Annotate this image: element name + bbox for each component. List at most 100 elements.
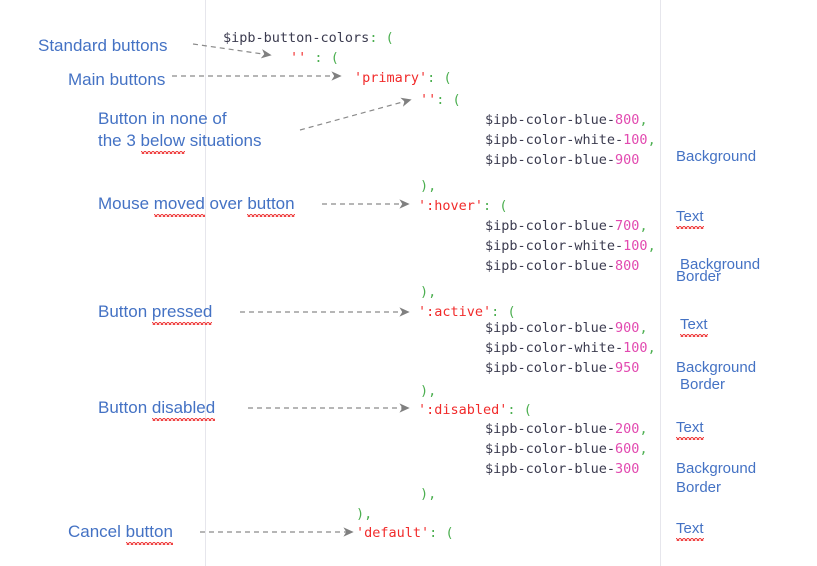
code-value-name: $ipb-color-blue- bbox=[485, 218, 616, 234]
code-colon-8: : bbox=[429, 525, 438, 541]
annotation-cancel-button: Cancel button bbox=[68, 521, 174, 545]
label-border: Border bbox=[676, 479, 722, 496]
label-text: Text bbox=[680, 316, 708, 337]
code-colon-6: : bbox=[491, 304, 500, 320]
code-key-default: 'default' bbox=[356, 525, 430, 541]
code-colon-4: : bbox=[436, 92, 445, 108]
code-value-number: 900 bbox=[615, 320, 640, 336]
code-paren-open-7: ( bbox=[523, 402, 532, 418]
code-value-number: 100 bbox=[623, 132, 648, 148]
code-key-disabled: ':disabled' bbox=[418, 402, 508, 418]
code-value-number: 950 bbox=[615, 360, 640, 376]
right-labels-hover: Background Text Border bbox=[680, 215, 760, 435]
code-close-disabled: ), bbox=[420, 486, 437, 502]
label-background: Background bbox=[680, 256, 761, 273]
code-value-number: 800 bbox=[615, 258, 640, 274]
annotation-mouse-over-misspelled-2: button bbox=[247, 194, 295, 217]
code-paren-open-2: ( bbox=[330, 50, 339, 66]
annotation-button-disabled-misspelled: disabled bbox=[151, 398, 216, 421]
code-values-hover: $ipb-color-blue-700, $ipb-color-white-10… bbox=[485, 216, 656, 276]
label-background: Background bbox=[676, 148, 757, 165]
label-background: Background bbox=[676, 460, 757, 477]
code-values-active: $ipb-color-blue-900, $ipb-color-white-10… bbox=[485, 318, 656, 378]
annotation-cancel-button-misspelled: button bbox=[125, 522, 174, 545]
code-line-root: $ipb-button-colors: ( bbox=[223, 28, 394, 48]
annotation-button-disabled-pre: Button bbox=[98, 398, 152, 417]
code-value-number: 800 bbox=[615, 112, 640, 128]
code-value-number: 200 bbox=[615, 421, 640, 437]
code-paren-open-4: ( bbox=[452, 92, 461, 108]
code-value-number: 100 bbox=[623, 238, 648, 254]
code-root-variable: $ipb-button-colors bbox=[223, 30, 370, 46]
code-value-name: $ipb-color-white- bbox=[485, 340, 624, 356]
code-values-default: $ipb-color-blue-800, $ipb-color-white-10… bbox=[485, 110, 656, 170]
annotation-button-disabled: Button disabled bbox=[98, 397, 216, 421]
annotation-standard-buttons-label: Standard buttons bbox=[38, 36, 168, 55]
annotation-none-of-3-line2-post: situations bbox=[184, 131, 262, 150]
code-value-comma: , bbox=[639, 441, 648, 457]
code-line-empty-state: '': ( bbox=[420, 90, 461, 110]
annotation-main-buttons-label: Main buttons bbox=[68, 70, 166, 89]
code-value-name: $ipb-color-white- bbox=[485, 238, 624, 254]
code-close-active: ), bbox=[420, 383, 437, 399]
code-value-comma: , bbox=[639, 421, 648, 437]
code-line-empty-outer: '' : ( bbox=[290, 48, 339, 68]
code-key-empty-outer: '' bbox=[290, 50, 307, 66]
right-labels-active: Background Text Border bbox=[676, 318, 756, 538]
code-key-hover: ':hover' bbox=[418, 198, 484, 214]
code-close-primary: ), bbox=[356, 506, 373, 522]
code-value-comma: , bbox=[639, 218, 648, 234]
code-value-number: 300 bbox=[615, 461, 640, 477]
label-background: Background bbox=[676, 359, 757, 376]
label-text: Text bbox=[676, 419, 704, 440]
code-key-primary: 'primary' bbox=[354, 70, 428, 86]
code-line-active: ':active': ( bbox=[418, 302, 516, 322]
annotation-mouse-over: Mouse moved over button bbox=[98, 193, 295, 217]
code-value-name: $ipb-color-blue- bbox=[485, 421, 616, 437]
code-value-comma: , bbox=[647, 132, 656, 148]
code-value-number: 900 bbox=[615, 152, 640, 168]
code-colon: : bbox=[369, 30, 378, 46]
code-value-name: $ipb-color-blue- bbox=[485, 461, 616, 477]
label-text: Text bbox=[676, 208, 704, 229]
code-value-number: 600 bbox=[615, 441, 640, 457]
code-colon-2: : bbox=[314, 50, 323, 66]
code-paren-open-8: ( bbox=[445, 525, 454, 541]
annotation-button-pressed-misspelled: pressed bbox=[151, 302, 213, 325]
code-value-name: $ipb-color-blue- bbox=[485, 112, 616, 128]
code-colon-3: : bbox=[427, 70, 436, 86]
code-value-number: 100 bbox=[623, 340, 648, 356]
annotation-none-of-3-line1: Button in none of bbox=[98, 109, 227, 128]
annotation-button-pressed-pre: Button bbox=[98, 302, 152, 321]
label-border: Border bbox=[680, 376, 726, 393]
annotation-main-buttons: Main buttons bbox=[68, 69, 165, 91]
code-colon-5: : bbox=[483, 198, 492, 214]
code-value-name: $ipb-color-blue- bbox=[485, 441, 616, 457]
annotation-none-of-3-line2-pre: the 3 bbox=[98, 131, 141, 150]
guide-line-left bbox=[205, 0, 206, 566]
code-paren-open-5: ( bbox=[499, 198, 508, 214]
right-labels-default: Background Text Border bbox=[676, 107, 756, 327]
annotation-mouse-over-pre: Mouse bbox=[98, 194, 154, 213]
code-value-name: $ipb-color-blue- bbox=[485, 152, 616, 168]
code-value-comma: , bbox=[639, 112, 648, 128]
code-line-hover: ':hover': ( bbox=[418, 196, 507, 216]
code-line-default: 'default': ( bbox=[356, 523, 454, 543]
arrow-none-of-3 bbox=[299, 97, 412, 131]
label-border: Border bbox=[676, 268, 722, 285]
code-colon-7: : bbox=[507, 402, 516, 418]
code-close-default: ), bbox=[420, 178, 437, 194]
code-line-primary: 'primary': ( bbox=[354, 68, 452, 88]
annotation-mouse-over-misspelled-1: moved bbox=[153, 194, 205, 217]
guide-line-right bbox=[660, 0, 661, 566]
code-paren-open: ( bbox=[385, 30, 394, 46]
code-value-comma: , bbox=[639, 320, 648, 336]
code-paren-open-6: ( bbox=[507, 304, 516, 320]
right-labels-disabled: Background Text Border bbox=[676, 419, 756, 566]
code-value-number: 700 bbox=[615, 218, 640, 234]
code-close-hover: ), bbox=[420, 284, 437, 300]
code-value-name: $ipb-color-white- bbox=[485, 132, 624, 148]
annotation-button-pressed: Button pressed bbox=[98, 301, 213, 325]
